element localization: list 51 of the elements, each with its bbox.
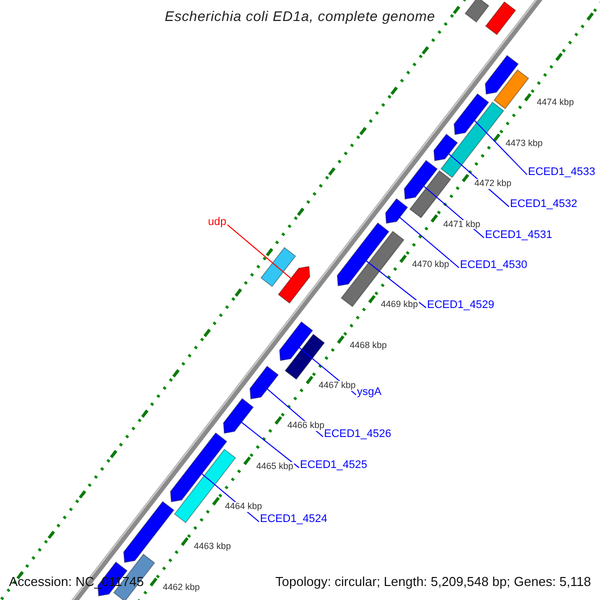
gene-label: ECED1_4524: [260, 513, 328, 526]
scale-label: 4462 kbp: [162, 582, 201, 593]
gene-feature: [454, 93, 490, 136]
gene-block: [260, 246, 296, 288]
gene-block: [284, 334, 325, 380]
gene-block: [340, 230, 404, 308]
gene-block: [464, 0, 490, 23]
gene-feature: [170, 432, 228, 502]
gene-label: ysgA: [357, 386, 382, 398]
scale-label: 4467 kbp: [318, 381, 357, 391]
gene-block: [493, 69, 530, 110]
gene-block: [440, 102, 504, 178]
gene-feature: [404, 160, 438, 200]
gene-feature: [249, 366, 279, 400]
scale-label: 4465 kbp: [255, 462, 294, 472]
gene-label: ECED1_4533: [528, 166, 596, 178]
gene-label: ECED1_4525: [300, 459, 368, 472]
leader-line: [399, 216, 460, 268]
gene-label: ECED1_4532: [510, 198, 578, 210]
scale-label: 4468 kbp: [348, 340, 388, 350]
scale-label: 4466 kbp: [286, 421, 326, 432]
scale-label: 4463 kbp: [192, 542, 232, 552]
scale-label: 4470 kbp: [411, 260, 450, 270]
gene-label: ECED1_4529: [427, 299, 494, 312]
scale-label: 4464 kbp: [224, 502, 264, 512]
gene-feature: [385, 198, 408, 224]
gene-label: udp: [208, 216, 226, 228]
footer-text: Topology: circular; Length: 5,209,548 bp; Genes: 5,118: [274, 573, 592, 591]
gene-label: ECED1_4526: [324, 428, 392, 440]
leader-line: [226, 224, 292, 279]
leader-line: [241, 422, 300, 468]
scale-label: 4471 kbp: [442, 220, 482, 230]
gene-feature: [123, 500, 174, 563]
scale-label: 4469 kbp: [380, 300, 419, 310]
gene-feature: [278, 266, 310, 304]
scale-label: 4474 kbp: [536, 98, 575, 108]
gene-feature: [222, 398, 254, 434]
gene-block: [409, 170, 452, 218]
gene-feature: [433, 134, 458, 162]
diagram-title: Escherichia coli ED1a, complete genome: [164, 9, 436, 24]
gene-label: ECED1_4531: [485, 229, 552, 242]
gene-block: [485, 1, 516, 36]
leader-line: [474, 120, 528, 176]
footer-text: Accession: NC_011745: [8, 573, 145, 591]
scale-label: 4473 kbp: [504, 138, 544, 149]
gene-feature: [279, 321, 314, 362]
gene-feature: [336, 222, 390, 286]
gene-label: ECED1_4530: [460, 259, 528, 272]
gene-feature: [484, 54, 519, 95]
scale-label: 4472 kbp: [473, 179, 512, 189]
leader-line: [366, 260, 426, 308]
